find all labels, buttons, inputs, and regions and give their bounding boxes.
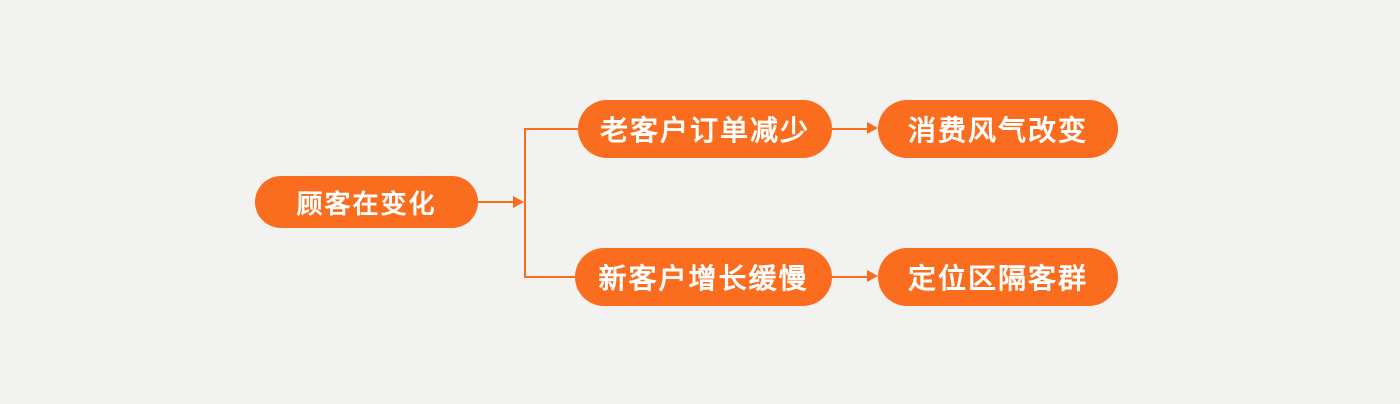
arrowhead-root-icon <box>513 196 524 208</box>
junction-vertical-line <box>524 128 526 278</box>
node-label: 老客户订单减少 <box>599 115 810 146</box>
node-cause-old-customer-orders: 老客户订单减少 <box>578 100 832 158</box>
connector-cause-to-effect-bottom <box>832 276 868 278</box>
node-label: 顾客在变化 <box>296 188 437 219</box>
node-cause-new-customer-growth: 新客户增长缓慢 <box>575 248 832 306</box>
node-effect-consumption-trend: 消费风气改变 <box>878 100 1118 158</box>
node-effect-segment-customers: 定位区隔客群 <box>878 248 1118 306</box>
connector-cause-to-effect-top <box>832 128 868 130</box>
node-root-customers-changing: 顾客在变化 <box>255 176 478 228</box>
connector-root-to-junction <box>478 201 515 203</box>
node-label: 新客户增长缓慢 <box>598 263 809 294</box>
arrowhead-top-icon <box>867 122 878 134</box>
branch-line-top <box>525 128 578 130</box>
branch-line-bottom <box>525 276 575 278</box>
node-label: 定位区隔客群 <box>907 263 1088 294</box>
arrowhead-bottom-icon <box>867 270 878 282</box>
node-label: 消费风气改变 <box>907 115 1088 146</box>
